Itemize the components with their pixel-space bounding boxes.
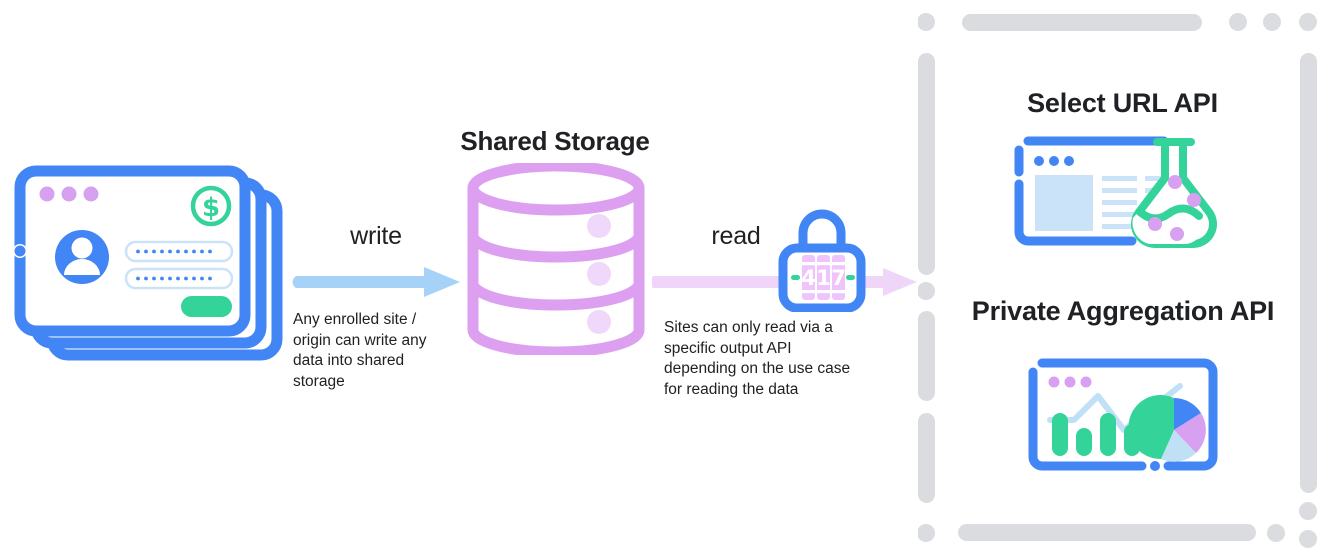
lock-digit-1: 4 bbox=[801, 266, 816, 290]
database-cylinder-icon bbox=[466, 160, 646, 360]
shared-storage-title: Shared Storage bbox=[460, 126, 650, 156]
write-arrow-icon bbox=[292, 265, 464, 304]
write-description: Any enrolled site / origin can write any… bbox=[293, 311, 427, 390]
browser-window-with-flask-icon bbox=[1014, 136, 1229, 256]
read-description: Sites can only read via a specific outpu… bbox=[664, 319, 851, 398]
private-aggregation-api-title: Private Aggregation API bbox=[971, 296, 1275, 326]
output-api-panel bbox=[918, 6, 1328, 549]
svg-text:$: $ bbox=[202, 193, 220, 223]
combination-padlock-icon: 4 1 7 bbox=[776, 202, 868, 317]
select-url-api-title: Select URL API bbox=[1027, 88, 1218, 118]
lock-digit-2: 1 bbox=[816, 266, 831, 290]
write-label: write bbox=[350, 222, 402, 250]
read-label: read bbox=[711, 222, 761, 250]
site-stack-icon: $ bbox=[14, 165, 289, 370]
lock-digit-3: 7 bbox=[831, 266, 846, 290]
analytics-dashboard-icon bbox=[1028, 358, 1218, 481]
